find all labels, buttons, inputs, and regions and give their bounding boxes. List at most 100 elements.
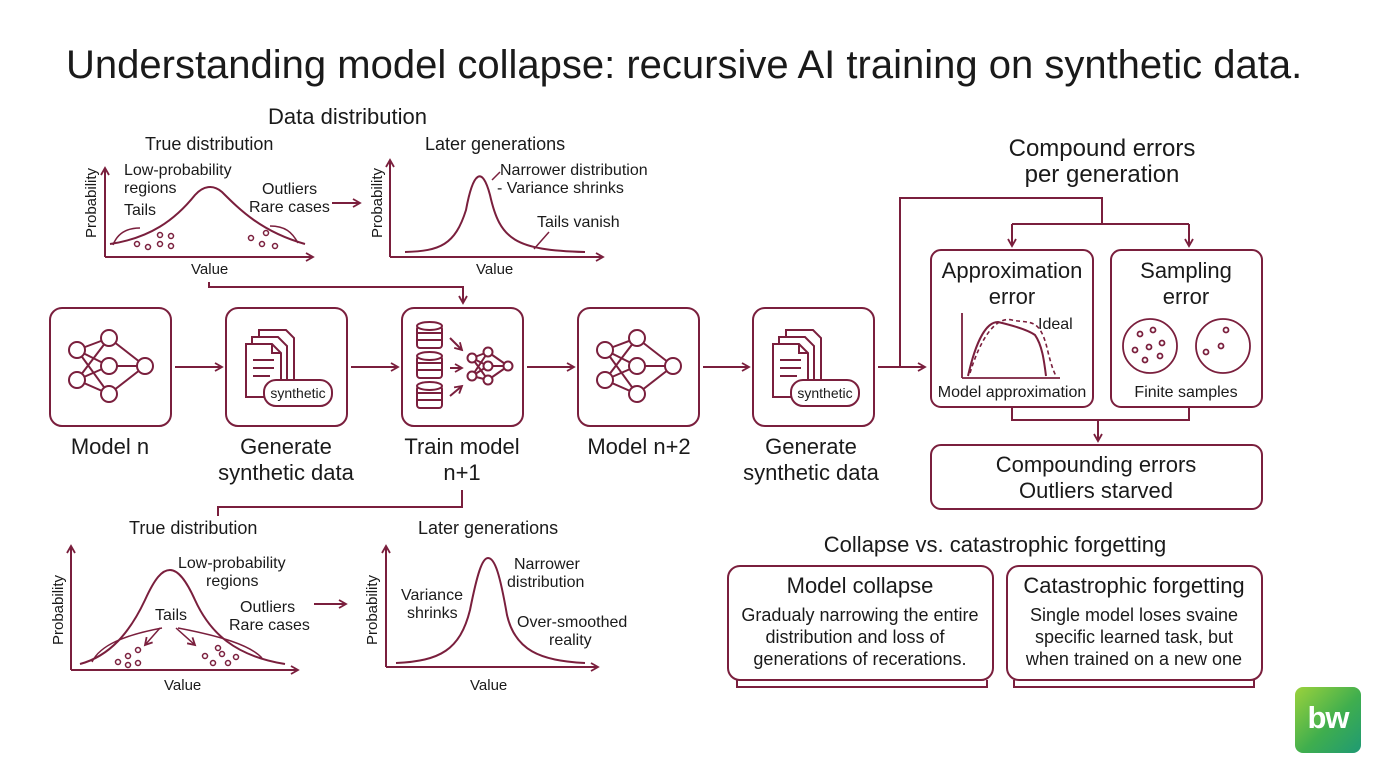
smoothed-label-1: Over-smoothed	[517, 614, 627, 631]
variance-label-1: Variance	[401, 587, 463, 604]
ideal-curve	[969, 318, 1057, 377]
tails-vanish-pointer	[533, 231, 550, 250]
pipeline: synthetic	[49, 307, 927, 516]
database-train-icon	[416, 321, 514, 409]
smoothed-label-2: reality	[549, 632, 592, 649]
collapse-title: Model collapse	[787, 573, 934, 598]
comparison-section: Collapse vs. catastrophic forgetting Mod…	[727, 532, 1263, 688]
tail-brace-right	[269, 225, 299, 244]
rare-sample-dots	[133, 229, 279, 251]
compound-errors-section: Compound errors per generation Approxima…	[899, 135, 1263, 510]
y-axis-label: Probability	[364, 574, 381, 645]
result-line1: Compounding errors	[996, 452, 1197, 477]
documents-icon	[772, 329, 822, 398]
distribution-curve	[109, 186, 306, 245]
y-axis-label: Probability	[50, 574, 67, 645]
bottom-charts-section: True distribution Probability Value Low-…	[50, 518, 627, 694]
catastrophic-forgetting-card: Catastrophic forgetting Single model los…	[1006, 565, 1263, 688]
result-line2: Outliers starved	[1019, 478, 1173, 503]
pipeline-step-model-n	[49, 307, 172, 427]
variance-label: - Variance shrinks	[497, 180, 624, 197]
step-label-model-n: Model n	[71, 434, 149, 459]
feedback-connector	[899, 197, 1103, 367]
approximation-curve	[967, 320, 1047, 377]
step-label-train-line2: n+1	[443, 460, 480, 485]
y-axis-label: Probability	[83, 167, 100, 238]
sampling-title-2: error	[1163, 284, 1209, 309]
tails-pointer-left	[143, 627, 161, 647]
step-label-generate-1-line1: Generate	[240, 434, 332, 459]
chart-title: Later generations	[418, 518, 558, 538]
sampling-error-box: Sampling error Finite samples	[1110, 249, 1263, 408]
low-probability-label-1: Low-probability	[124, 162, 232, 179]
chart-title: True distribution	[145, 134, 273, 154]
approx-title-2: error	[989, 284, 1035, 309]
forgetting-line1: Single model loses svaine	[1030, 605, 1238, 625]
narrower-label-1: Narrower	[514, 556, 580, 573]
top-true-distribution-chart: True distribution Probability Value Low-…	[83, 134, 330, 278]
forgetting-line2: specific learned task, but	[1035, 627, 1233, 647]
x-axis-label: Value	[191, 261, 228, 278]
chart-title: Later generations	[425, 134, 565, 154]
brand-logo-text: bw	[1307, 700, 1349, 735]
sampling-caption: Finite samples	[1134, 384, 1237, 401]
synthetic-badge-label: synthetic	[270, 385, 325, 401]
tails-pointer-right	[175, 627, 197, 647]
approximation-error-box: Approximation error Ideal Model approxim…	[930, 249, 1094, 408]
rare-sample-dots	[114, 644, 240, 669]
model-collapse-card: Model collapse Gradualy narrowing the en…	[727, 565, 994, 688]
narrow-distribution-curve	[404, 175, 586, 253]
collapse-line2: distribution and loss of	[765, 627, 945, 647]
compound-heading-line1: Compound errors	[1009, 135, 1196, 162]
step-label-train-line1: Train model	[404, 434, 519, 459]
forgetting-title: Catastrophic forgetting	[1023, 573, 1244, 598]
variance-label-2: shrinks	[407, 605, 458, 622]
tails-label: Tails	[124, 202, 156, 219]
brand-logo: bw	[1295, 687, 1361, 753]
narrower-label-2: distribution	[507, 574, 584, 591]
tail-arc-right	[177, 627, 263, 659]
comparison-heading: Collapse vs. catastrophic forgetting	[824, 532, 1166, 557]
compounding-result-box: Compounding errors Outliers starved	[930, 444, 1263, 510]
y-axis-label: Probability	[369, 167, 386, 238]
step-label-generate-1-line2: synthetic data	[218, 460, 355, 485]
outliers-label: Outliers	[240, 599, 295, 616]
collapse-line1: Gradualy narrowing the entire	[741, 605, 978, 625]
step-label-model-n2: Model n+2	[587, 434, 690, 459]
low-probability-label-1: Low-probability	[178, 555, 286, 572]
pipeline-step-model-n2	[577, 307, 700, 427]
pipeline-step-train	[401, 307, 524, 427]
narrow-distribution-curve	[395, 556, 586, 664]
bottom-later-generations-chart: Later generations Probability Value Vari…	[364, 518, 627, 694]
merge-connector	[1011, 407, 1190, 421]
compound-heading-line2: per generation	[1025, 161, 1180, 188]
synthetic-badge-label: synthetic	[797, 385, 852, 401]
x-axis-label: Value	[476, 261, 513, 278]
forgetting-line3: when trained on a new one	[1025, 649, 1242, 669]
chart-title: True distribution	[129, 518, 257, 538]
data-distribution-section: Data distribution True distribution Prob…	[83, 104, 648, 305]
bottom-true-distribution-chart: True distribution Probability Value Low-…	[50, 518, 310, 694]
rare-cases-label: Rare cases	[249, 199, 330, 216]
step-label-generate-2-line1: Generate	[765, 434, 857, 459]
neural-network-icon	[68, 329, 154, 403]
data-distribution-heading: Data distribution	[268, 104, 427, 129]
sampling-title-1: Sampling	[1140, 258, 1232, 283]
approx-title-1: Approximation	[942, 258, 1083, 283]
documents-icon	[245, 329, 295, 398]
synthetic-badge	[263, 379, 333, 407]
rare-cases-label: Rare cases	[229, 617, 310, 634]
low-probability-label-2: regions	[124, 180, 176, 197]
pipeline-step-generate-1: synthetic	[225, 307, 348, 427]
tail-arc-left	[91, 627, 163, 663]
tails-label: Tails	[155, 607, 187, 624]
tails-vanish-label: Tails vanish	[537, 214, 620, 231]
narrower-pointer	[491, 171, 501, 181]
sample-circles-icon	[1122, 318, 1251, 374]
neural-network-icon	[596, 329, 682, 403]
x-axis-label: Value	[164, 677, 201, 694]
approx-caption: Model approximation	[938, 384, 1087, 401]
connector-to-train	[208, 282, 468, 305]
connector-to-bottom-charts	[217, 490, 463, 516]
narrower-label: Narrower distribution	[500, 162, 648, 179]
